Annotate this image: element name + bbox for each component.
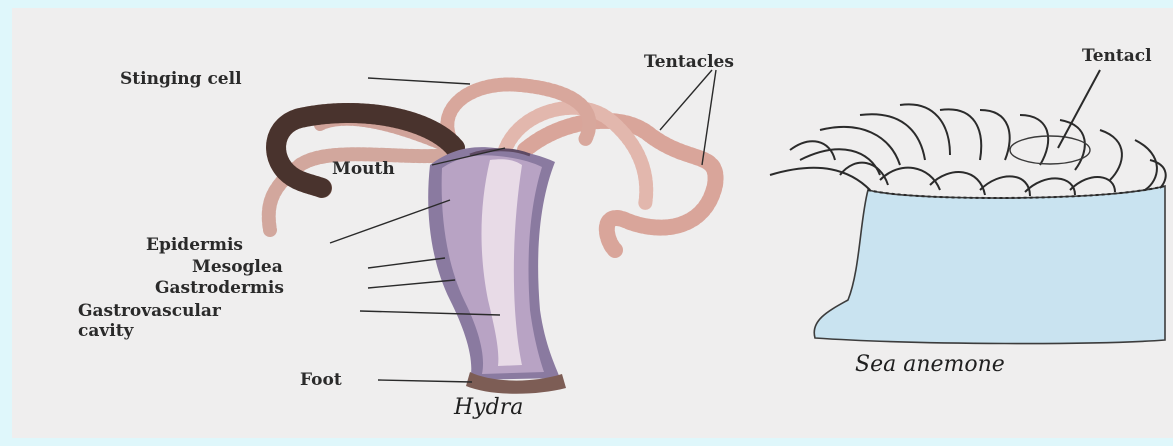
- sea-anemone-body: [814, 186, 1165, 344]
- label-mesoglea: Mesoglea: [192, 258, 283, 276]
- label-tentacles: Tentacles: [644, 53, 734, 71]
- hydra-tentacle-right-outer: [525, 121, 716, 250]
- sea-anemone-tentacles: [770, 104, 1166, 196]
- leader-gastrodermis: [368, 280, 455, 288]
- leader-anemone-tentacles: [1058, 70, 1100, 148]
- hydra-illustration: [269, 84, 716, 393]
- label-gastrovascular-line1: Gastrovascular: [78, 302, 221, 320]
- label-foot: Foot: [300, 371, 342, 389]
- label-stinging-cell: Stinging cell: [120, 70, 242, 88]
- label-gastrovascular-line2: cavity: [78, 322, 133, 340]
- label-anemone-tentacles: Tentacl: [1082, 47, 1152, 65]
- leader-stinging-cell: [368, 78, 470, 84]
- leader-tentacles-a: [660, 70, 712, 130]
- label-gastrodermis: Gastrodermis: [155, 279, 284, 297]
- leader-tentacles-b: [702, 70, 716, 165]
- leader-mesoglea: [368, 258, 445, 268]
- sea-anemone-illustration: [770, 70, 1166, 344]
- label-epidermis: Epidermis: [146, 236, 243, 254]
- caption-hydra: Hydra: [454, 395, 523, 420]
- caption-sea-anemone: Sea anemone: [855, 352, 1005, 377]
- sea-anemone-oral-disc: [1010, 136, 1090, 164]
- leader-foot: [378, 380, 472, 382]
- label-mouth: Mouth: [332, 160, 395, 178]
